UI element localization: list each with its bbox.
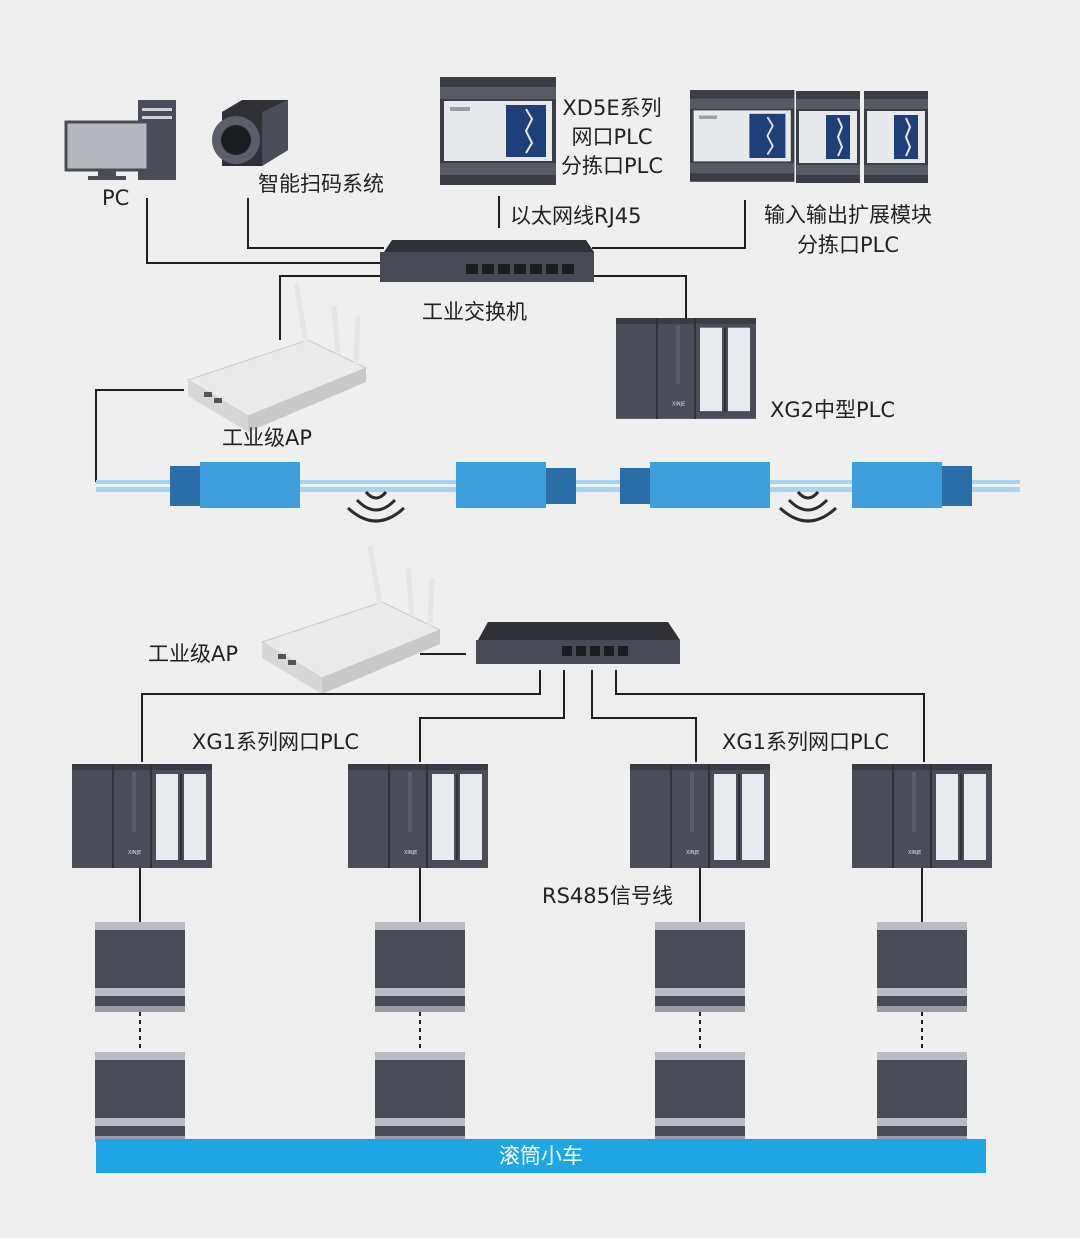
xg1-plc-icon	[630, 764, 770, 868]
io-module-icon	[95, 922, 185, 1012]
scanner-label: 智能扫码系统	[258, 172, 384, 196]
expansion-label-1: 输入输出扩展模块	[764, 203, 932, 227]
io-module-icon	[655, 1052, 745, 1142]
wifi-icon	[346, 490, 406, 523]
xd5e-plc-icon	[439, 76, 557, 186]
top-cables	[95, 196, 746, 482]
xg2-plc-icon	[616, 318, 756, 419]
xg1-plc-icon	[348, 764, 488, 868]
rs485-lines	[139, 868, 923, 1052]
ethernet-label: 以太网线RJ45	[510, 204, 642, 228]
xg1-plc-icon	[72, 764, 212, 868]
xg1-right-label: XG1系列网口PLC	[722, 730, 890, 754]
io-module-icon	[877, 922, 967, 1012]
io-module-icon	[877, 1052, 967, 1142]
switch-label: 工业交换机	[422, 300, 527, 324]
xg1-left-label: XG1系列网口PLC	[192, 730, 360, 754]
ap-icon	[188, 284, 366, 432]
ap-top-label: 工业级AP	[222, 426, 313, 450]
xd5e-label-1: XD5E系列	[562, 96, 662, 120]
rail-cable	[96, 462, 1020, 508]
xd5e-label-3: 分拣口PLC	[560, 154, 664, 178]
expansion-module-icon	[689, 89, 929, 184]
io-module-icon	[375, 1052, 465, 1142]
io-module-icon	[655, 922, 745, 1012]
pc-label: PC	[102, 186, 130, 210]
wifi-icon	[778, 490, 838, 523]
expansion-label-2: 分拣口PLC	[796, 233, 900, 257]
ap-bottom-label: 工业级AP	[148, 642, 239, 666]
camera-icon	[212, 100, 288, 166]
io-module-icon	[95, 1052, 185, 1142]
xg2-label: XG2中型PLC	[770, 398, 896, 422]
ap-icon	[262, 546, 440, 694]
cart-bar: 滚筒小车	[96, 1139, 986, 1173]
bottom-cables	[141, 670, 925, 762]
xd5e-label-2: 网口PLC	[571, 125, 653, 149]
io-module-icon	[375, 922, 465, 1012]
switch-icon	[380, 240, 594, 282]
xg1-plc-icon	[852, 764, 992, 868]
rs485-label: RS485信号线	[542, 884, 674, 908]
pc-icon	[64, 100, 176, 180]
switch-icon	[476, 622, 680, 664]
